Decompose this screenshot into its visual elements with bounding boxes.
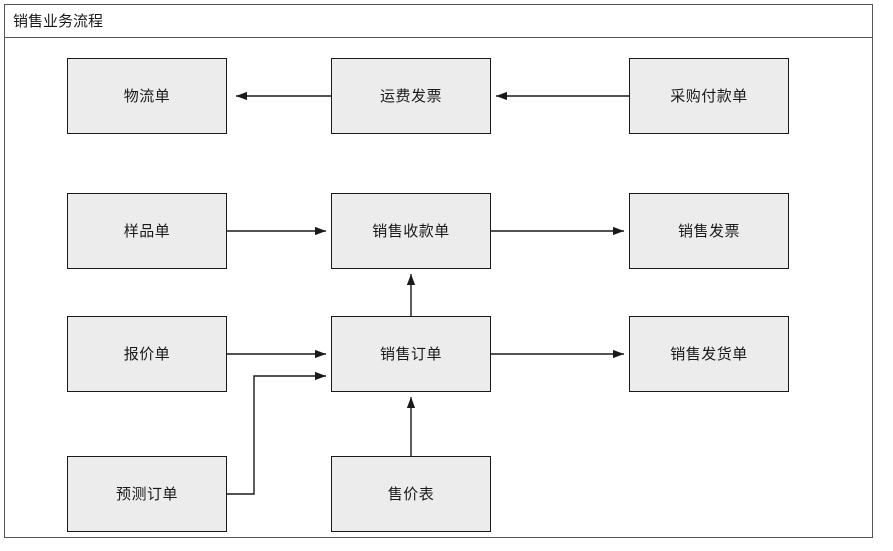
diagram-canvas[interactable]: 物流单 运费发票 采购付款单 样品单 销售收款单 销售发票 报价单 销售订单 销… xyxy=(5,38,872,538)
node-label: 销售收款单 xyxy=(372,222,450,240)
node-freight-invoice[interactable]: 运费发票 xyxy=(331,58,491,134)
node-label: 销售发货单 xyxy=(670,345,748,363)
node-label: 物流单 xyxy=(123,87,171,105)
node-label: 销售订单 xyxy=(379,345,442,363)
node-label: 销售发票 xyxy=(677,222,740,240)
edge-forecast-order-to-sales-order xyxy=(227,371,326,495)
node-label: 采购付款单 xyxy=(670,87,748,105)
page-title: 销售业务流程 xyxy=(13,12,104,30)
node-price-list[interactable]: 售价表 xyxy=(331,456,491,532)
node-sales-receipt[interactable]: 销售收款单 xyxy=(331,193,491,269)
node-quotation[interactable]: 报价单 xyxy=(67,316,227,392)
diagram-frame: 销售业务流程 xyxy=(4,4,873,538)
node-label: 运费发票 xyxy=(379,87,442,105)
node-label: 预测订单 xyxy=(115,485,178,503)
node-sales-delivery-order[interactable]: 销售发货单 xyxy=(629,316,789,392)
node-sample-order[interactable]: 样品单 xyxy=(67,193,227,269)
diagram-title-bar: 销售业务流程 xyxy=(5,5,872,38)
node-label: 报价单 xyxy=(123,345,171,363)
node-purchase-payment-order[interactable]: 采购付款单 xyxy=(629,58,789,134)
node-label: 售价表 xyxy=(387,485,435,503)
node-logistics-order[interactable]: 物流单 xyxy=(67,58,227,134)
node-sales-order[interactable]: 销售订单 xyxy=(331,316,491,392)
node-forecast-order[interactable]: 预测订单 xyxy=(67,456,227,532)
node-sales-invoice[interactable]: 销售发票 xyxy=(629,193,789,269)
node-label: 样品单 xyxy=(123,222,171,240)
